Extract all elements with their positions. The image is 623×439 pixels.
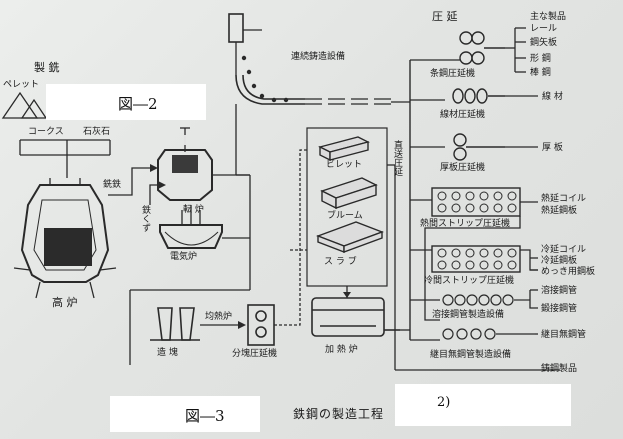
product-shape: 形 鋼 [530,54,551,64]
product-wire-rod: 線 材 [542,92,563,102]
product-cold-sheet: 冷延鋼板 [541,256,578,266]
label-plate-mill: 厚板圧延機 [440,163,486,173]
label-cold-strip-mill: 冷間ストリップ圧延機 [424,276,515,286]
label-pig-iron: 銑鉄 [103,180,122,190]
label-ingot-casting: 造 塊 [157,348,178,358]
product-sheet-pile: 鋼矢板 [530,38,558,48]
product-cold-coil: 冷延コイル [541,245,587,255]
label-converter: 転 炉 [183,205,204,215]
welded-pipe-drawing [442,294,530,306]
label-billet: ビレット [326,160,363,170]
wire-mill-drawing [452,88,505,104]
blast-furnace-burden [44,228,92,266]
slab-shape [316,221,384,254]
reference-panel: 2) [395,384,571,426]
cast-product-conveyor [305,98,391,105]
section-mill-drawing [459,31,505,65]
label-scrap: 鉄くず [140,205,150,232]
label-soaking-pit: 均熱炉 [205,312,233,322]
hot-strip-mill-drawing [431,187,521,217]
label-pellet: ペレット [3,80,40,90]
label-coke: コークス [28,127,64,137]
product-cast: 鋳鋼製品 [541,364,578,374]
label-direct-rolling: 直送圧延 [392,140,402,176]
ingot-casting-drawing [150,307,200,341]
continuous-caster-drawing [228,13,305,105]
figure2-panel: 図―2 [46,84,206,120]
label-hot-strip-mill: 熱間ストリップ圧延機 [420,219,511,229]
seamless-pipe-drawing [442,328,535,340]
label-bloom: ブルーム [327,211,363,221]
label-products-header: 主な製品 [530,12,567,22]
label-ironmaking: 製 銑 [34,61,60,74]
label-welded-pipe-mill: 溶接鋼管製造設備 [432,310,505,320]
label-blooming-mill: 分塊圧延機 [232,349,278,359]
converter-drawing [157,127,213,201]
label-slab: ス ラ ブ [324,257,357,267]
product-welded-pipe-1: 溶接鋼管 [541,286,578,296]
product-bar: 棒 鋼 [530,68,551,78]
label-reheating-furnace: 加 熱 炉 [325,345,358,355]
cold-strip-mill-drawing [431,245,521,273]
billet-shape [318,136,370,162]
bloom-shape [320,177,378,210]
pellet-pile [1,91,39,119]
reheating-furnace-drawing [311,297,400,337]
label-blast-furnace: 高 炉 [52,296,78,309]
diagram-caption: 鉄鋼の製造工程 [293,407,385,421]
product-plate: 厚 板 [542,143,563,153]
product-rail: レール [530,24,558,34]
label-wire-mill: 線材圧延機 [440,110,486,120]
label-limestone: 石灰石 [83,127,111,137]
plate-mill-drawing [453,133,505,161]
label-continuous-casting: 連続鋳造設備 [291,52,346,62]
electric-furnace-drawing [159,205,223,249]
figure3-panel: 図―3 [110,396,260,432]
product-seamless-pipe: 継目無鋼管 [541,330,587,340]
figure2-label: 図―2 [118,95,158,113]
label-electric-furnace: 電気炉 [170,252,198,262]
product-hot-coil: 熱延コイル [541,194,587,204]
product-plating-sheet: めっき用鋼板 [541,267,596,277]
label-seamless-pipe-mill: 継目無鋼管製造設備 [430,350,512,360]
label-section-mill: 条鋼圧延機 [430,69,476,79]
label-rolling-header: 圧 延 [432,10,458,23]
product-welded-pipe-2: 鍛接鋼管 [541,304,578,314]
figure3-label: 図―3 [185,407,225,425]
reference-number: 2) [437,395,451,410]
blast-furnace-drawing [13,178,117,299]
blooming-mill-drawing [247,304,275,346]
product-hot-sheet: 熱延鋼板 [541,206,578,216]
